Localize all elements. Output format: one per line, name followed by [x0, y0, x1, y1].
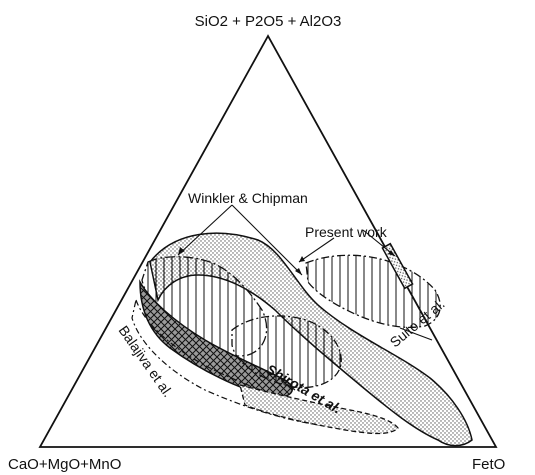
vertex-label-bottom-right: FetO	[472, 456, 505, 473]
region-central	[231, 315, 342, 389]
vertex-label-bottom-left: CaO+MgO+MnO	[8, 456, 121, 473]
arrow-heads	[178, 247, 395, 275]
label-present-work: Present work	[305, 224, 388, 240]
vertex-label-top: SiO2 + P2O5 + Al2O3	[195, 13, 342, 30]
region-balajiva-outline	[131, 297, 356, 428]
label-winkler-chipman: Winkler & Chipman	[188, 190, 308, 206]
present-work-marker	[381, 242, 414, 290]
leader-lines	[177, 204, 433, 391]
region-shirota	[239, 384, 399, 435]
ternary-triangle	[38, 34, 498, 448]
